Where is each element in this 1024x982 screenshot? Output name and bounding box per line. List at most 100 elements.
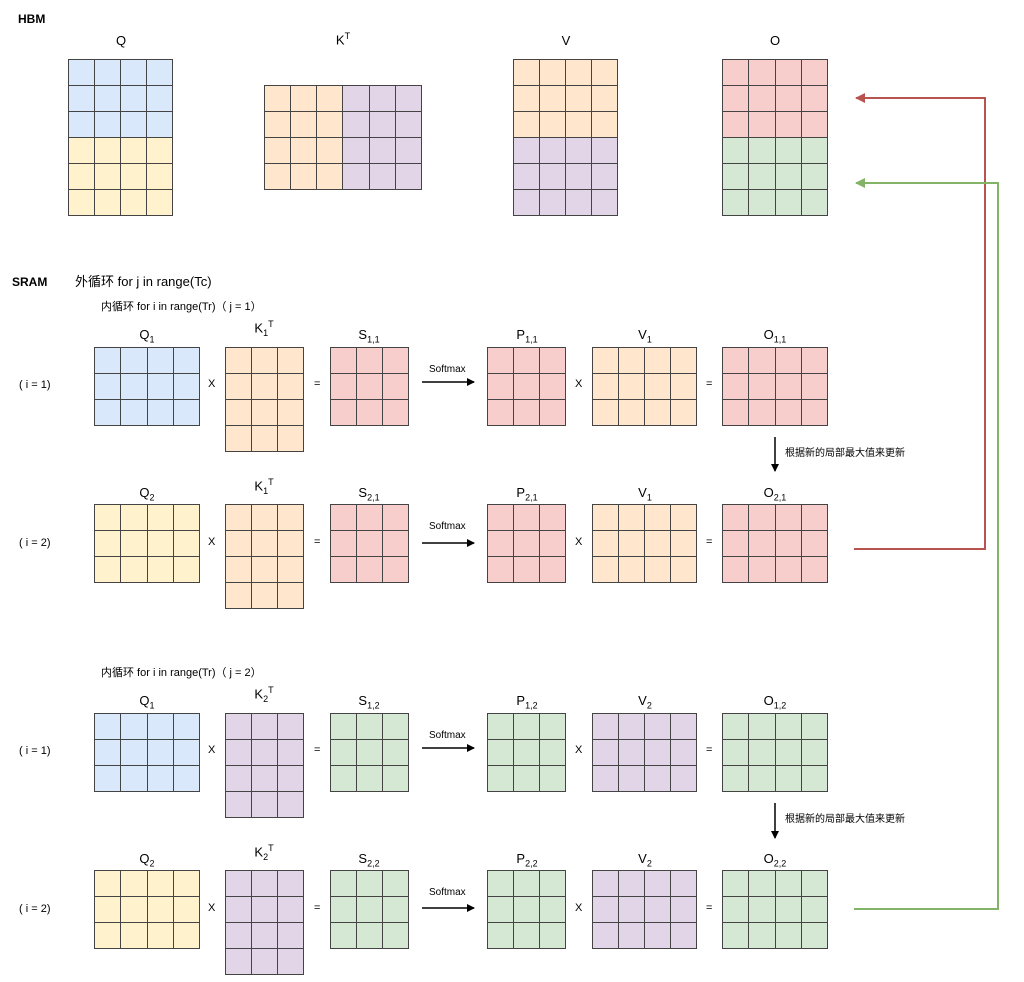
matrix-cell	[147, 557, 174, 583]
matrix-cell	[331, 557, 357, 583]
matrix-cell	[369, 138, 396, 164]
multiply-op: X	[208, 744, 216, 756]
multiply-op: X	[575, 902, 583, 914]
matrix-cell	[540, 505, 566, 531]
matrix-cell	[383, 400, 409, 426]
matrix-cell	[749, 871, 776, 897]
matrix-cell	[540, 766, 566, 792]
matrix-cell	[593, 374, 619, 400]
matrix-cell	[645, 740, 671, 766]
matrix-cell	[383, 714, 409, 740]
matrix-cell	[95, 714, 122, 740]
matrix-cell	[488, 557, 514, 583]
k1t-label: K1T	[254, 319, 274, 338]
matrix-cell	[95, 190, 121, 216]
matrix-cell	[173, 871, 200, 897]
matrix-cell	[775, 60, 802, 86]
k1t-matrix	[225, 504, 304, 609]
matrix-cell	[147, 374, 174, 400]
matrix-cell	[801, 740, 828, 766]
matrix-cell	[514, 505, 540, 531]
matrix-cell	[265, 164, 292, 190]
matrix-cell	[252, 583, 278, 609]
matrix-cell	[226, 766, 252, 792]
matrix-cell	[593, 897, 619, 923]
multiply-op: X	[208, 902, 216, 914]
matrix-cell	[801, 60, 828, 86]
matrix-cell	[121, 190, 147, 216]
v1-label: V1	[638, 485, 652, 503]
matrix-cell	[749, 766, 776, 792]
matrix-cell	[801, 505, 828, 531]
matrix-cell	[566, 112, 592, 138]
matrix-cell	[801, 112, 828, 138]
matrix-cell	[95, 557, 122, 583]
matrix-cell	[671, 740, 697, 766]
equals-op: =	[314, 536, 321, 548]
matrix-cell	[121, 897, 148, 923]
writeback-arrow-green	[854, 178, 999, 910]
matrix-cell	[619, 923, 645, 949]
matrix-cell	[540, 557, 566, 583]
matrix-cell	[540, 871, 566, 897]
matrix-cell	[252, 426, 278, 452]
matrix-cell	[566, 86, 592, 112]
multiply-op: X	[575, 536, 583, 548]
matrix-cell	[592, 190, 618, 216]
matrix-cell	[226, 923, 252, 949]
multiply-op: X	[575, 744, 583, 756]
matrix-cell	[540, 897, 566, 923]
matrix-cell	[95, 923, 122, 949]
matrix-cell	[671, 871, 697, 897]
matrix-cell	[278, 505, 304, 531]
softmax-label: Softmax	[429, 521, 466, 532]
matrix-cell	[147, 923, 174, 949]
matrix-cell	[775, 190, 802, 216]
matrix-cell	[95, 374, 122, 400]
matrix-cell	[357, 557, 383, 583]
matrix-cell	[173, 374, 200, 400]
o22-label: O2,2	[763, 851, 787, 869]
matrix-cell	[95, 348, 122, 374]
matrix-cell	[540, 112, 566, 138]
v2-matrix	[592, 713, 697, 792]
s12-matrix	[330, 713, 409, 792]
matrix-cell	[278, 557, 304, 583]
matrix-cell	[540, 531, 566, 557]
matrix-cell	[645, 505, 671, 531]
matrix-cell	[95, 138, 121, 164]
matrix-cell	[749, 557, 776, 583]
matrix-cell	[593, 740, 619, 766]
matrix-cell	[592, 86, 618, 112]
matrix-cell	[619, 531, 645, 557]
matrix-cell	[723, 557, 750, 583]
matrix-cell	[775, 348, 802, 374]
matrix-cell	[226, 505, 252, 531]
matrix-cell	[619, 740, 645, 766]
matrix-cell	[331, 871, 357, 897]
matrix-cell	[147, 86, 173, 112]
k1t-matrix	[225, 347, 304, 452]
s11-label: S1,1	[358, 327, 380, 345]
matrix-cell	[749, 138, 776, 164]
equals-op: =	[314, 744, 321, 756]
matrix-cell	[173, 923, 200, 949]
matrix-cell	[383, 923, 409, 949]
matrix-cell	[514, 60, 540, 86]
matrix-cell	[801, 164, 828, 190]
matrix-cell	[801, 557, 828, 583]
matrix-cell	[173, 766, 200, 792]
update-note-j2: 根据新的局部最大值来更新	[785, 814, 905, 825]
matrix-cell	[775, 86, 802, 112]
matrix-cell	[95, 164, 121, 190]
matrix-cell	[369, 112, 396, 138]
matrix-cell	[252, 740, 278, 766]
matrix-cell	[226, 897, 252, 923]
matrix-cell	[95, 766, 122, 792]
matrix-cell	[121, 531, 148, 557]
matrix-cell	[331, 714, 357, 740]
v1-matrix	[592, 347, 697, 426]
matrix-cell	[278, 923, 304, 949]
matrix-cell	[593, 923, 619, 949]
matrix-cell	[801, 897, 828, 923]
